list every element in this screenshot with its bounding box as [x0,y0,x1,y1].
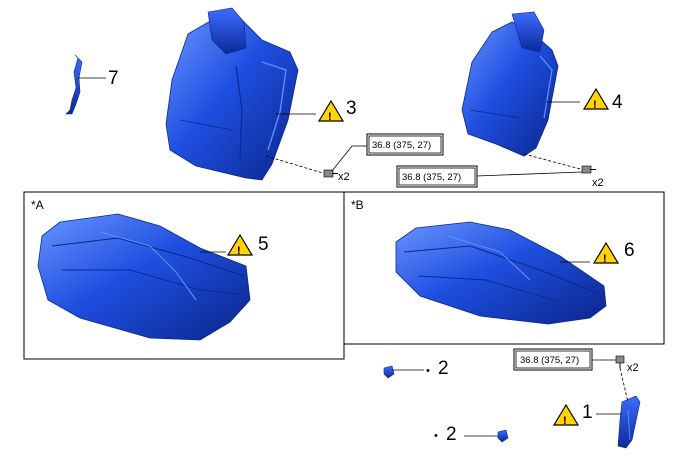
warning-3-symbol: ! [328,111,332,123]
bolt-3-icon [323,169,338,178]
callout-3: 3 [346,98,357,119]
part-4-seatback [461,11,559,157]
torque-1-leader [331,145,353,172]
panel-a-label: *A [31,198,44,212]
qty-1: x2 [338,171,350,183]
torque-2-leader [475,171,583,177]
bullet-2a: • [426,365,430,377]
callout-6: 6 [624,240,635,261]
warning-6-symbol: ! [603,253,607,265]
warning-4-symbol: ! [593,99,597,111]
part-2-clip-upper [383,365,395,379]
bullet-2b: • [434,430,438,442]
callout-1: 1 [582,402,593,423]
bolt-1-dashline [619,367,629,403]
bolt-4-icon [581,165,596,174]
part-7-strap [65,54,83,115]
panel-b-label: *B [351,198,364,212]
svg-text:36.8 (375, 27): 36.8 (375, 27) [520,355,579,366]
callout-5: 5 [258,234,269,255]
callout-2a: 2 [438,358,449,379]
qty-2: x2 [592,177,604,189]
torque-box-2: 36.8 (375, 27) [396,165,478,188]
bolt-4-dashline [523,153,585,171]
warning-1-symbol: ! [563,415,567,427]
qty-3: x2 [627,362,639,374]
torque-box-3: 36.8 (375, 27) [513,348,593,371]
torque-box-1: 36.8 (375, 27) [366,133,444,156]
bolt-3-dashline [265,155,327,175]
part-1-bracket [617,395,641,449]
callout-7: 7 [108,68,119,89]
part-5-seat-cushion [37,213,251,341]
panel-b-frame [343,191,665,345]
part-2-clip-lower [497,429,509,443]
callout-4: 4 [612,92,623,113]
warning-5-symbol: ! [237,245,241,257]
callout-2b: 2 [446,424,457,445]
part-3-seatback [165,7,299,181]
svg-text:36.8 (375, 27): 36.8 (375, 27) [372,140,431,151]
svg-text:36.8 (375, 27): 36.8 (375, 27) [402,172,461,183]
bolt-1-icon [615,355,625,368]
part-6-seat-cushion [395,221,607,325]
